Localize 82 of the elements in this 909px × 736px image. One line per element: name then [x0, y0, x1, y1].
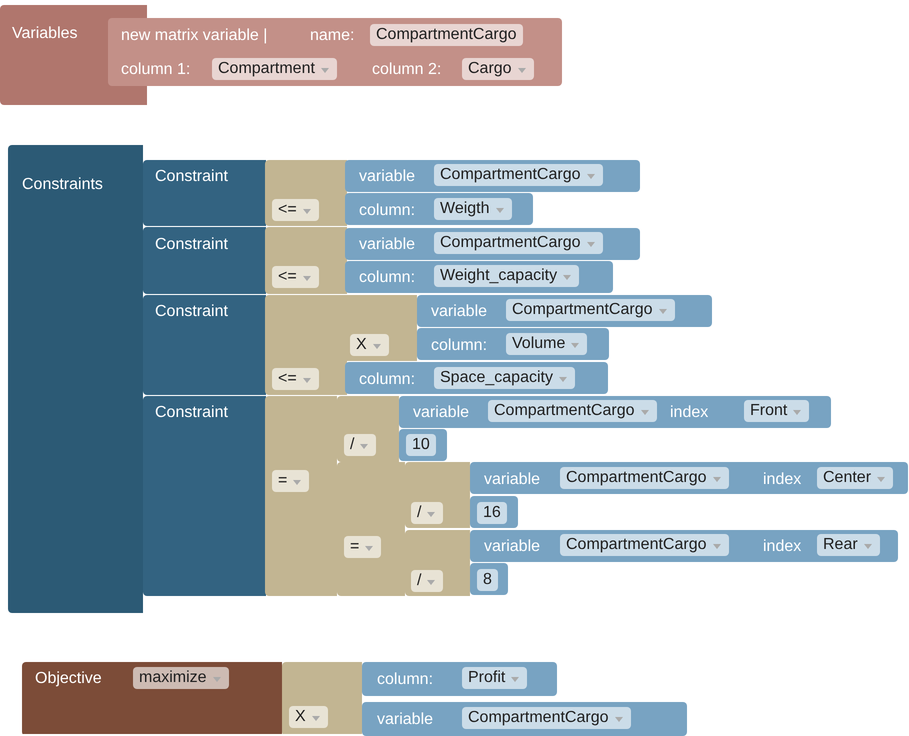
value-block: [345, 193, 533, 225]
dropdown-field: /: [411, 502, 444, 524]
operator-block: [282, 662, 687, 736]
value-block: [470, 530, 898, 562]
dropdown-field: Rear: [817, 534, 880, 556]
value-block: [417, 295, 712, 327]
dropdown-field: CompartmentCargo: [434, 232, 602, 254]
statement-block: [143, 227, 640, 294]
value-block: [362, 702, 687, 736]
dropdown-field: Profit: [462, 667, 528, 689]
value-block: [470, 462, 908, 494]
block-label: Objective: [35, 669, 102, 689]
number-field: 10: [406, 434, 436, 456]
block-label: column 2:: [372, 60, 442, 80]
dropdown-field: Weight_capacity: [434, 265, 580, 287]
block-label: index: [670, 403, 708, 423]
block-label: variable: [359, 235, 416, 255]
statement-block: [143, 295, 712, 395]
dropdown-field: Weigth: [434, 198, 512, 220]
block-label: Constraint: [155, 235, 228, 255]
dropdown-field: CompartmentCargo: [560, 534, 728, 556]
dropdown-field: =: [344, 536, 382, 558]
dropdown-field: maximize: [133, 667, 229, 689]
dropdown-field: Cargo: [462, 58, 534, 80]
block-label: column:: [431, 336, 488, 356]
block-label: column:: [359, 370, 416, 390]
block-label: column:: [359, 201, 416, 221]
operator-block: [265, 295, 712, 395]
dropdown-field: X: [289, 706, 328, 728]
number-block: [470, 496, 518, 528]
dropdown-field: Volume: [506, 333, 588, 355]
dropdown-field: Compartment: [212, 58, 337, 80]
value-block: [345, 160, 640, 192]
block-label: variable: [377, 710, 434, 730]
number-block: [399, 429, 447, 461]
statement-block: [22, 662, 687, 736]
block-label: index: [763, 537, 802, 557]
dropdown-field: /: [411, 570, 444, 592]
block-label: variable: [413, 403, 470, 423]
block-label: variable: [359, 167, 416, 187]
block-label: variable: [484, 470, 540, 490]
block-label: Constraints: [22, 175, 103, 195]
block-label: column:: [359, 268, 416, 288]
dropdown-field: <=: [272, 368, 319, 390]
dropdown-field: CompartmentCargo: [488, 400, 656, 422]
statement-block: [143, 160, 640, 226]
dropdown-field: CompartmentCargo: [506, 299, 674, 321]
dropdown-field: Front: [744, 400, 810, 422]
value-block: [417, 328, 609, 360]
dropdown-field: /: [344, 434, 376, 456]
dropdown-field: X: [350, 334, 389, 356]
dropdown-field: =: [272, 470, 310, 492]
block-label: column 1:: [121, 60, 190, 80]
number-field: 16: [477, 502, 507, 524]
block-label: variable: [484, 537, 540, 557]
text-field: CompartmentCargo: [370, 24, 522, 46]
value-block: [345, 362, 608, 394]
statement-block: [108, 18, 562, 86]
number-block: [470, 563, 508, 595]
dropdown-field: Space_capacity: [434, 367, 575, 389]
number-field: 8: [477, 569, 498, 591]
block-label: variable: [431, 302, 488, 322]
block-label: column:: [377, 670, 434, 690]
block-label: Variables: [12, 24, 78, 44]
dropdown-field: CompartmentCargo: [560, 467, 728, 489]
operator-block: [265, 227, 640, 294]
dropdown-field: <=: [272, 266, 319, 288]
block-label: name:: [310, 26, 354, 46]
value-block: [345, 261, 613, 293]
dropdown-field: CompartmentCargo: [434, 164, 602, 186]
block-label: Constraint: [155, 302, 228, 322]
block-label: index: [763, 470, 802, 490]
block-label: Constraint: [155, 167, 228, 187]
block-label: new matrix variable |: [121, 26, 268, 46]
dropdown-field: <=: [272, 199, 319, 221]
operator-block: [265, 160, 640, 226]
dropdown-field: CompartmentCargo: [462, 707, 630, 729]
value-block: [399, 396, 831, 428]
block-label: Constraint: [155, 403, 228, 423]
value-block: [345, 228, 640, 260]
dropdown-field: Center: [817, 467, 894, 489]
value-block: [362, 662, 557, 696]
